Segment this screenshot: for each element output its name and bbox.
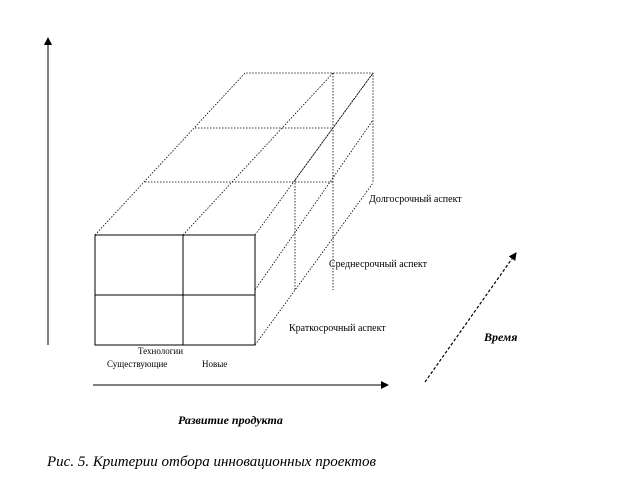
cuboid-back-edges: [94, 72, 374, 346]
new-technology-label: Новые: [202, 359, 228, 369]
product-development-axis-label: Развитие продукта: [178, 413, 283, 427]
long-term-aspect-label: Долгосрочный аспект: [369, 194, 462, 205]
time-axis-label: Время: [484, 330, 518, 344]
cuboid-front-face: [94, 234, 256, 346]
short-term-aspect-label: Краткосрочный аспект: [289, 323, 386, 334]
time-arrow: [424, 252, 517, 383]
medium-term-aspect-label: Среднесрочный аспект: [329, 259, 427, 270]
figure-caption: Рис. 5. Критерии отбора инновационных пр…: [47, 454, 377, 470]
technology-label: Технологии: [138, 346, 184, 356]
existing-technology-label: Существующие: [107, 359, 168, 369]
